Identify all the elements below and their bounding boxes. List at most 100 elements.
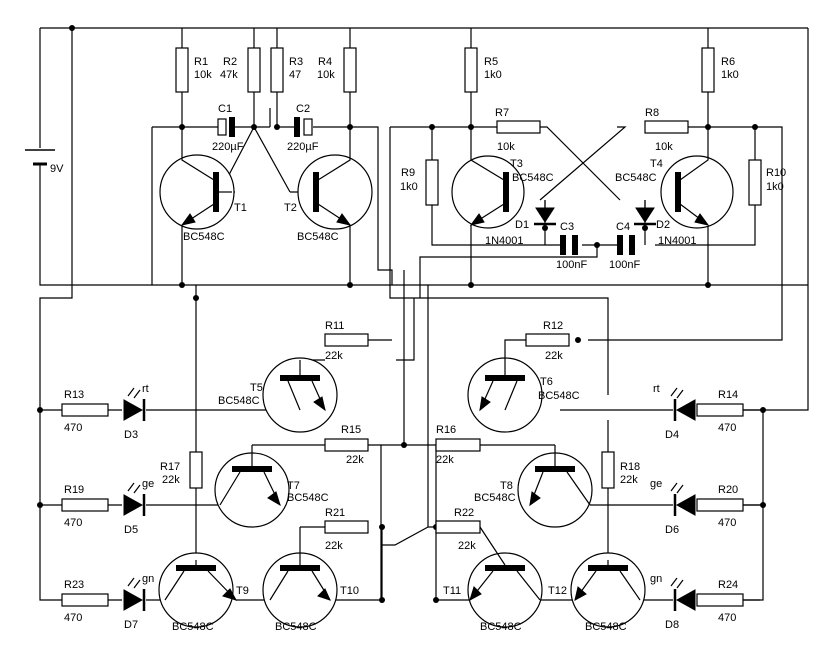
transistor-t7-type: BC548C	[287, 492, 329, 504]
led-d8-color: gn	[650, 573, 662, 585]
resistor-r12-value: 22k	[545, 350, 563, 362]
resistor-r24: R24 470	[696, 579, 744, 624]
resistor-r19: R19 470	[61, 484, 109, 529]
resistor-r10: R10 1k0	[748, 159, 786, 206]
battery-label: 9V	[50, 163, 64, 175]
resistor-r5-name: R5	[484, 56, 498, 68]
resistor-r11-value: 22k	[325, 350, 343, 362]
resistor-r20: R20 470	[696, 484, 744, 529]
transistor-t6-type: BC548C	[538, 390, 580, 402]
led-d6-name: D6	[665, 524, 679, 536]
resistor-r18-name: R18	[620, 461, 640, 473]
resistor-r23-name: R23	[64, 579, 84, 591]
capacitor-c1: C1 220µF	[212, 103, 244, 153]
transistor-t9-type: BC548C	[172, 621, 214, 633]
capacitor-c1-name: C1	[218, 103, 232, 115]
resistor-r9-name: R9	[401, 167, 415, 179]
resistor-r23: R23 470	[61, 579, 109, 624]
resistor-r10-value: 1k0	[766, 181, 784, 193]
transistor-t2: T2 BC548C	[284, 148, 373, 243]
resistor-r3: R3 47	[270, 47, 303, 93]
resistor-r5-value: 1k0	[484, 69, 502, 81]
led-d4-name: D4	[665, 429, 679, 441]
resistor-r22: R22 22k	[435, 507, 481, 552]
resistor-r8: R8 10k	[644, 107, 689, 153]
led-d6-color: ge	[650, 478, 662, 490]
transistor-t5-type: BC548C	[218, 395, 260, 407]
resistor-r12: R12 22k	[525, 320, 570, 362]
transistor-t4-name: T4	[650, 158, 663, 170]
led-d4-color: rt	[653, 383, 660, 395]
capacitor-c3-name: C3	[560, 221, 574, 233]
resistor-r3-value: 47	[289, 69, 301, 81]
resistor-r17-name: R17	[160, 461, 180, 473]
transistor-t3-name: T3	[510, 158, 523, 170]
transistor-t10: T10 BC548C	[262, 527, 359, 633]
led-d8: D8 gn	[650, 573, 696, 631]
transistor-t6: T6 BC548C	[467, 339, 580, 433]
resistor-r19-name: R19	[64, 484, 84, 496]
resistor-r6: R6 1k0	[701, 47, 739, 93]
transistor-t11: T11 BC548C	[443, 526, 543, 633]
resistor-r11: R11 22k	[324, 320, 369, 362]
transistor-t12-name: T12	[548, 585, 567, 597]
resistor-r8-name: R8	[645, 107, 659, 119]
resistor-r21: R21 22k	[324, 507, 369, 552]
capacitor-c4-name: C4	[616, 221, 630, 233]
led-d3: D3 rt	[123, 383, 149, 441]
transistor-t5: T5 BC548C	[218, 357, 338, 433]
resistor-r2: R2 47k	[220, 47, 261, 93]
transistor-t9: T9 BC548C	[158, 552, 249, 633]
resistor-r16-name: R16	[436, 424, 456, 436]
diode-d2: D2 1N4001	[634, 200, 697, 247]
transistor-t9-name: T9	[236, 585, 249, 597]
resistor-r4-value: 10k	[317, 69, 335, 81]
resistor-r22-value: 22k	[458, 540, 476, 552]
transistor-t6-name: T6	[540, 376, 553, 388]
capacitor-c3-value: 100nF	[556, 259, 587, 271]
resistor-r18-value: 22k	[620, 474, 638, 486]
transistor-t10-type: BC548C	[275, 621, 317, 633]
transistor-t7: T7 BC548C	[214, 445, 329, 528]
resistor-r3-name: R3	[289, 56, 303, 68]
transistor-t10-name: T10	[340, 585, 359, 597]
resistor-r22-name: R22	[454, 507, 474, 519]
capacitor-c3: C3 100nF	[556, 221, 587, 271]
resistor-r7: R7 10k	[495, 107, 541, 153]
transistor-t1-name: T1	[234, 202, 247, 214]
resistor-r6-name: R6	[721, 56, 735, 68]
capacitor-c4: C4 100nF	[609, 221, 640, 271]
diode-d1-name: D1	[515, 219, 529, 231]
transistor-t4: T4 BC548C	[615, 145, 734, 229]
led-d5-name: D5	[124, 524, 138, 536]
transistor-t7-name: T7	[287, 480, 300, 492]
wires	[39, 27, 809, 601]
resistor-r1: R1 10k	[175, 47, 212, 93]
transistor-t1-type: BC548C	[183, 231, 225, 243]
transistor-t2-name: T2	[284, 202, 297, 214]
transistor-t1: T1 BC548C	[159, 148, 247, 243]
resistor-r19-value: 470	[64, 517, 82, 529]
resistor-r13-value: 470	[64, 422, 82, 434]
transistor-t8-type: BC548C	[474, 492, 516, 504]
diode-d2-type: 1N4001	[658, 235, 697, 247]
resistor-r24-value: 470	[718, 612, 736, 624]
resistor-r23-value: 470	[64, 612, 82, 624]
resistor-r4: R4 10k	[317, 47, 357, 93]
transistor-t2-type: BC548C	[297, 231, 339, 243]
resistor-r16: R16 22k	[435, 424, 481, 466]
diode-d2-name: D2	[656, 219, 670, 231]
resistor-r14-value: 470	[718, 422, 736, 434]
transistor-t4-type: BC548C	[615, 172, 657, 184]
led-d5: D5 ge	[123, 478, 154, 536]
resistor-r24-name: R24	[718, 579, 738, 591]
resistor-r2-name: R2	[223, 56, 237, 68]
resistor-r12-name: R12	[543, 320, 563, 332]
diode-d1: D1 1N4001	[485, 200, 556, 247]
resistor-r7-value: 10k	[497, 141, 515, 153]
led-d3-color: rt	[142, 383, 149, 395]
resistor-r10-name: R10	[766, 167, 786, 179]
capacitor-c2: C2 220µF	[287, 103, 319, 153]
resistor-r6-value: 1k0	[721, 69, 739, 81]
